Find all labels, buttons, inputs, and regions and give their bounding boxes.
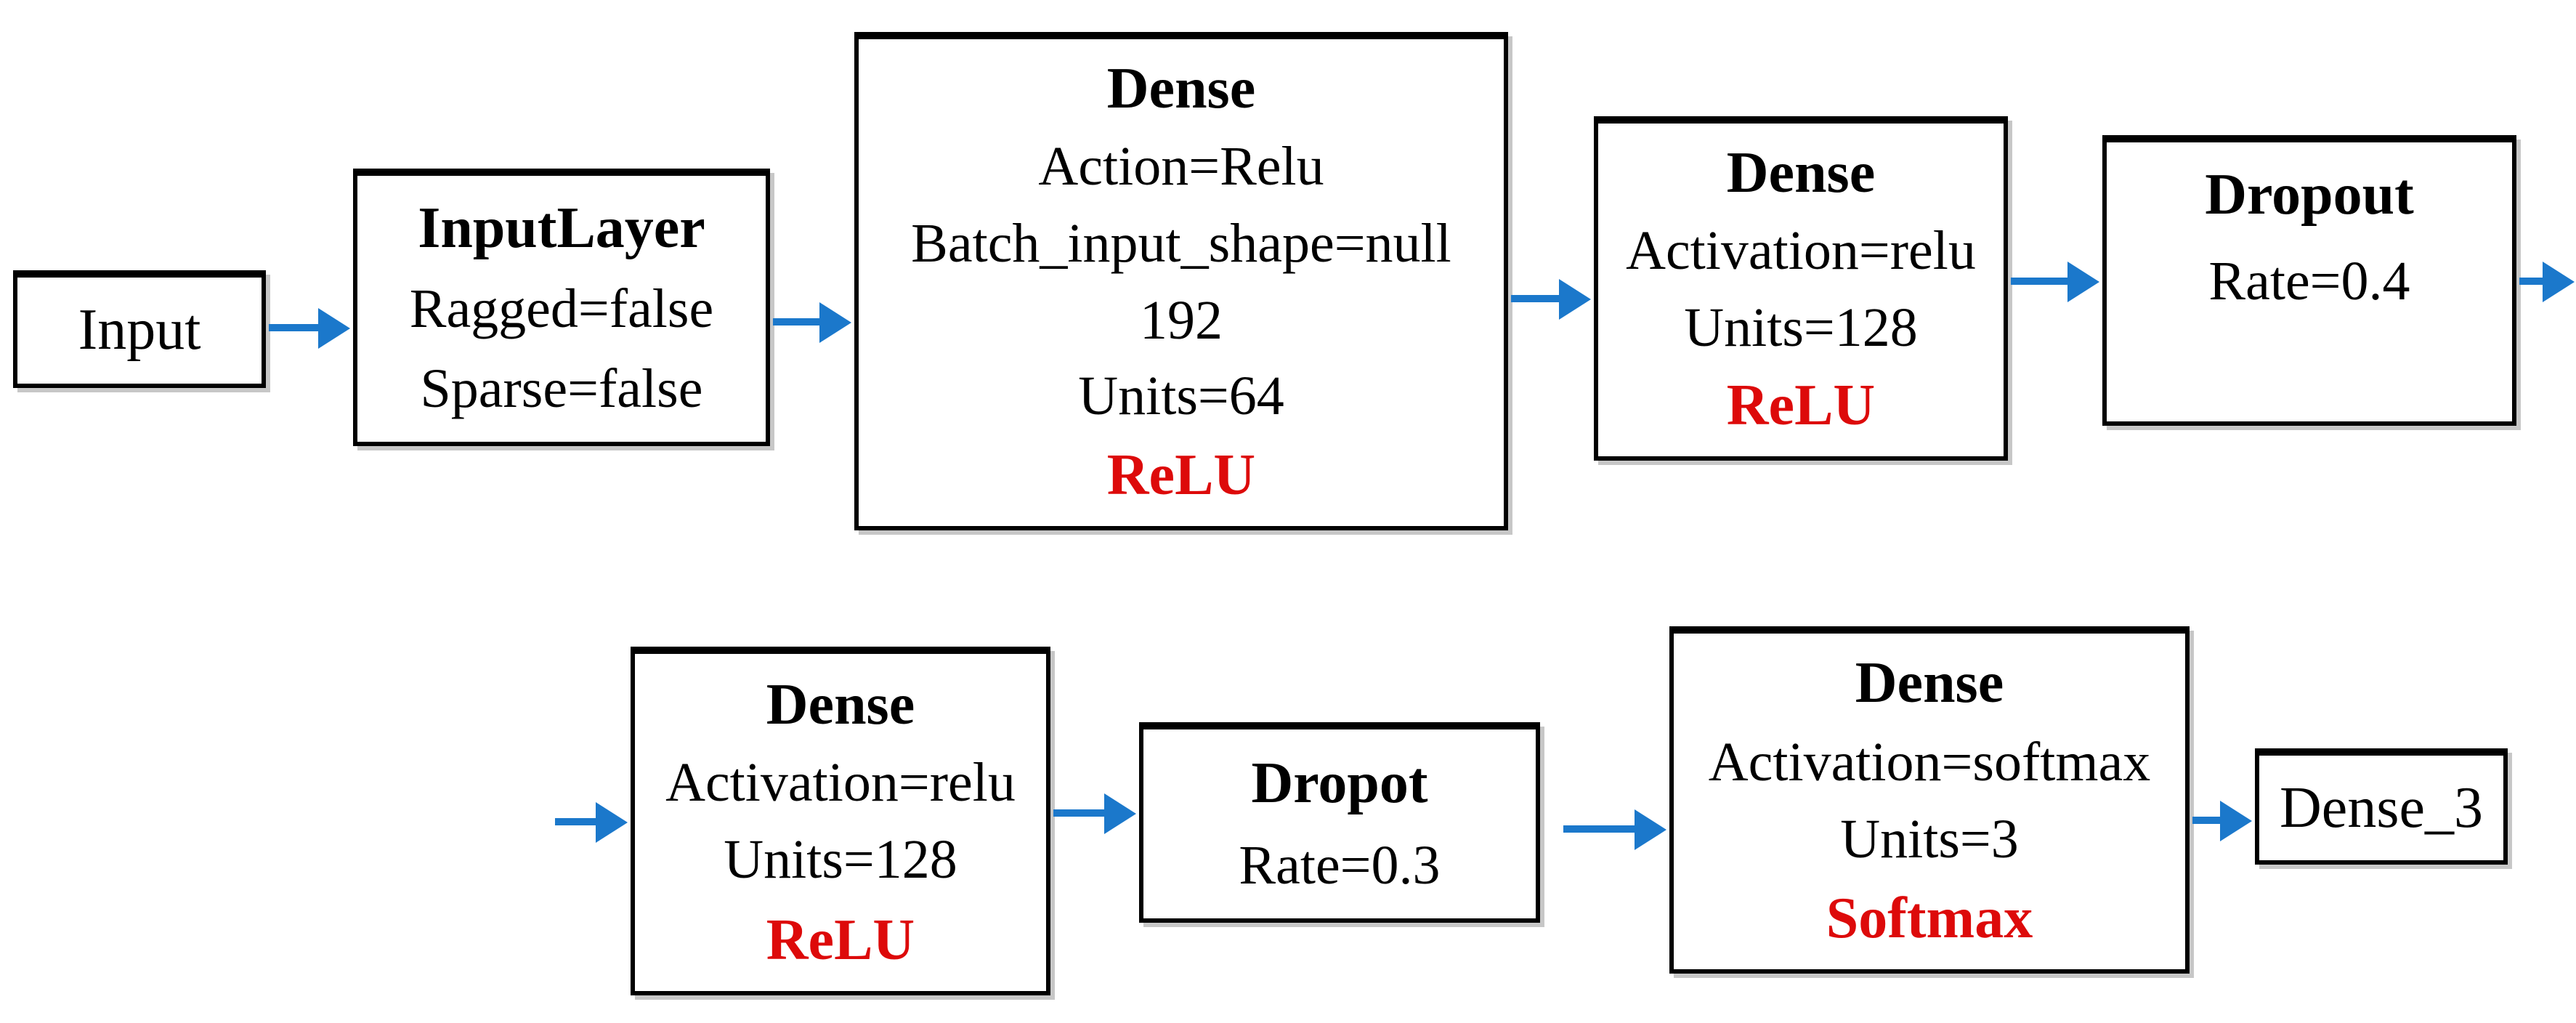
node-param: 192	[1140, 290, 1223, 352]
node-param: Activation=relu	[1626, 220, 1976, 282]
node-title: Dense	[1106, 55, 1256, 121]
activation-label: Softmax	[1826, 884, 2033, 950]
node-title: InputLayer	[418, 195, 705, 261]
node-title: Dropot	[1251, 749, 1428, 815]
activation-label: ReLU	[1106, 442, 1256, 508]
activation-label: ReLU	[1726, 372, 1876, 438]
node-output-dense-3: Dense_3	[2255, 748, 2508, 865]
node-param: Sparse=false	[420, 359, 703, 421]
node-input-layer: InputLayer Ragged=false Sparse=false	[353, 169, 770, 446]
node-dense-softmax: Dense Activation=softmax Units=3 Softmax	[1669, 626, 2190, 974]
node-title: Dense	[766, 671, 915, 737]
arrow-right-icon	[1053, 793, 1136, 834]
node-title: Dropout	[2205, 161, 2414, 227]
node-param: Rate=0.4	[2208, 251, 2410, 312]
arrow-right-icon	[773, 302, 851, 343]
node-param: Ragged=false	[409, 279, 714, 341]
arrow-right-icon	[1511, 279, 1591, 320]
node-param: Units=3	[1840, 809, 2019, 870]
node-param: Units=128	[724, 830, 957, 891]
node-dropout-2: Dropot Rate=0.3	[1139, 722, 1540, 923]
node-param: Activation=softmax	[1708, 732, 2151, 793]
node-param: Activation=relu	[665, 753, 1016, 814]
node-dense-2: Dense Activation=relu Units=128 ReLU	[1594, 116, 2008, 461]
node-param: Units=64	[1078, 366, 1284, 428]
arrow-right-icon	[555, 802, 628, 843]
arrow-right-icon	[1563, 809, 1666, 850]
node-param: Units=128	[1684, 297, 1918, 359]
node-input: Input	[13, 270, 266, 388]
node-dropout-1: Dropout Rate=0.4	[2102, 135, 2516, 426]
arrow-right-icon	[2519, 262, 2575, 302]
arrow-right-icon	[2011, 262, 2099, 302]
arrow-right-icon	[2192, 801, 2252, 841]
node-param: Batch_input_shape=null	[911, 213, 1451, 275]
node-title: Dense_3	[2280, 774, 2483, 840]
arrow-right-icon	[269, 308, 350, 349]
node-title: Dense	[1855, 650, 2004, 716]
node-dense-3: Dense Activation=relu Units=128 ReLU	[631, 647, 1050, 995]
node-title: Input	[78, 296, 201, 363]
node-param: Rate=0.3	[1239, 835, 1441, 897]
activation-label: ReLU	[766, 906, 915, 972]
node-title: Dense	[1726, 140, 1876, 206]
node-dense-1: Dense Action=Relu Batch_input_shape=null…	[854, 32, 1508, 530]
node-param: Action=Relu	[1038, 137, 1324, 198]
